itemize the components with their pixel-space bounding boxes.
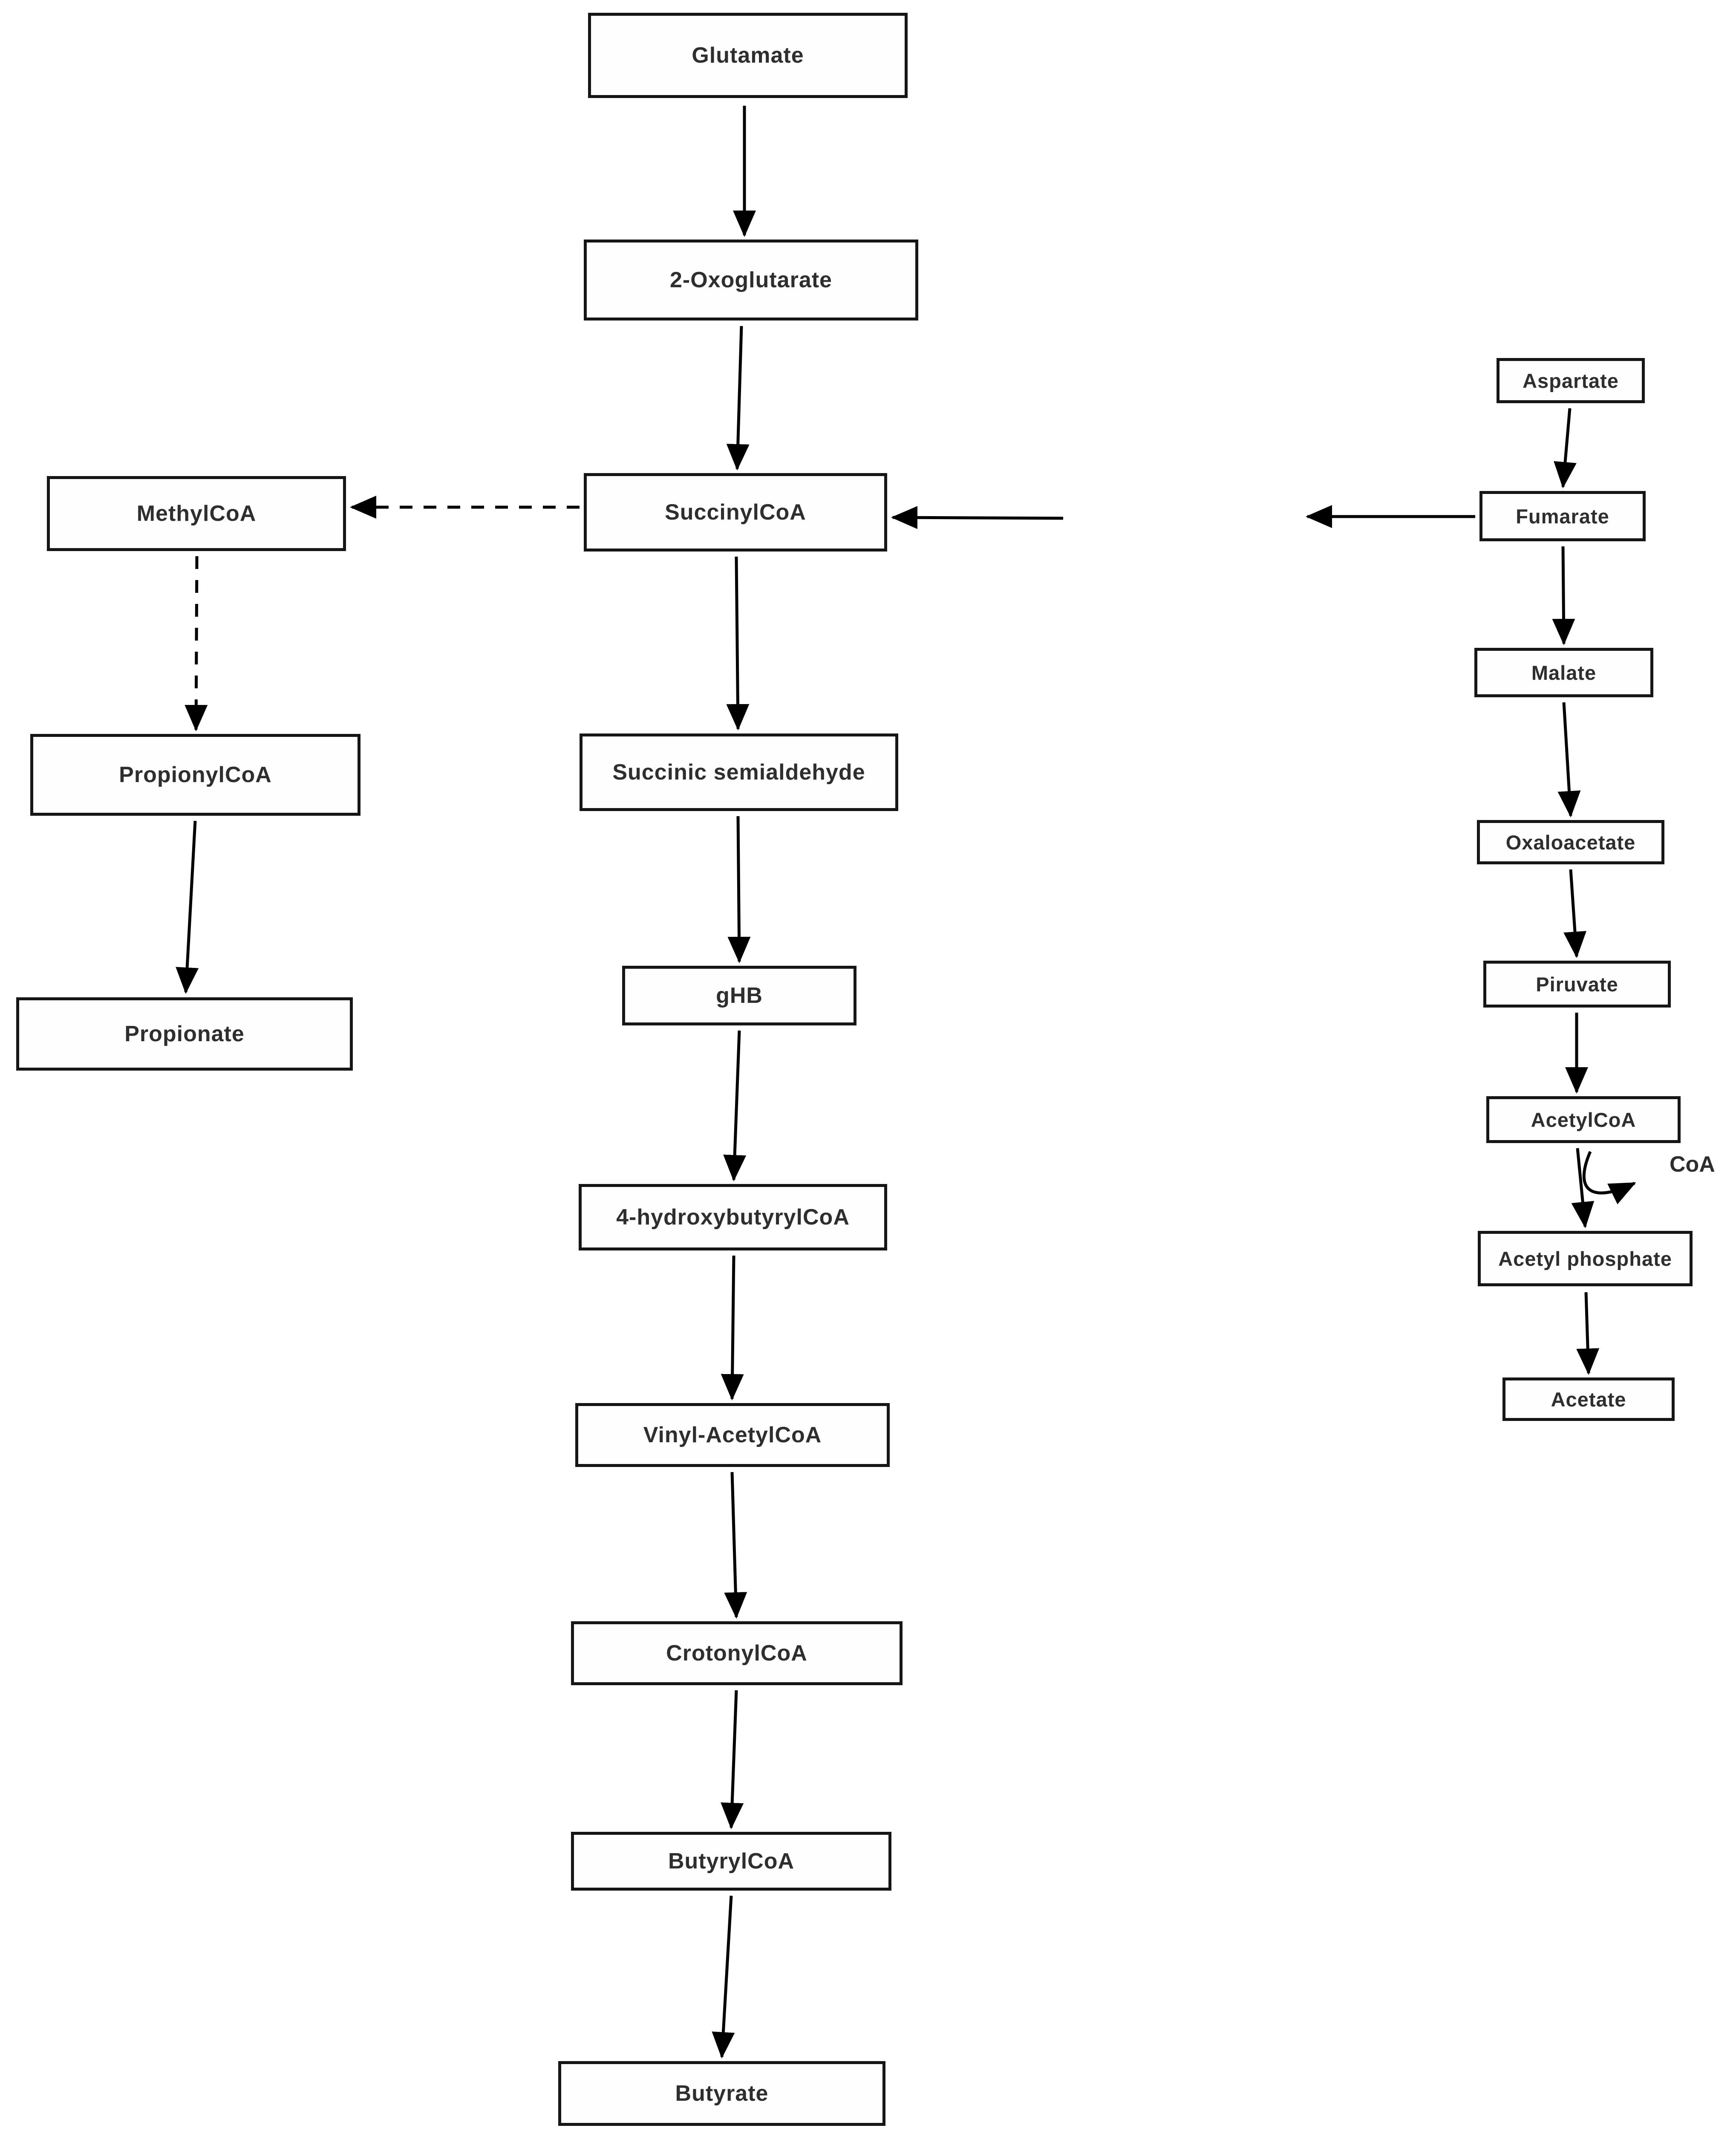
node-4-hydroxybutyrylcoa: 4-hydroxybutyrylCoA xyxy=(579,1184,887,1250)
edge-4hydroxybutyrylcoa-to-vinyl xyxy=(721,1255,744,1400)
label-coa: CoA xyxy=(1670,1152,1715,1177)
edge-oxoglutarate-to-succinylcoa xyxy=(726,326,750,471)
node-acetyl-phosphate: Acetyl phosphate xyxy=(1478,1231,1693,1286)
edge-succinate-to-succinylcoa xyxy=(891,506,1064,529)
node-acetate: Acetate xyxy=(1502,1377,1675,1421)
edge-fumarate-to-malate xyxy=(1552,546,1575,645)
node-methylcoa: MethylCoA xyxy=(47,476,346,551)
node-propionate: Propionate xyxy=(16,997,353,1071)
edge-methylcoa-to-propionylcoa xyxy=(185,556,208,731)
node-piruvate: Piruvate xyxy=(1483,961,1671,1008)
edge-butyrylcoa-to-butyrate xyxy=(712,1895,735,2059)
node-acetylcoa: AcetylCoA xyxy=(1486,1096,1681,1143)
node-butyrate: Butyrate xyxy=(558,2061,885,2126)
node-crotonylcoa: CrotonylCoA xyxy=(571,1621,903,1685)
edge-acetylcoa-to-coa xyxy=(1582,1151,1636,1204)
edge-ghb-to-4hydroxybutyrylcoa xyxy=(723,1030,747,1181)
edge-crotonylcoa-to-butyrylcoa xyxy=(721,1690,744,1829)
node-fumarate: Fumarate xyxy=(1479,491,1646,541)
edge-vinyl-to-crotonylcoa xyxy=(724,1472,747,1619)
edge-succinylcoa-to-semialdehyde xyxy=(726,556,750,731)
edge-acetylphosphate-to-acetate xyxy=(1576,1292,1600,1375)
node-glutamate: Glutamate xyxy=(588,13,908,98)
node-vinyl-acetylcoa: Vinyl-AcetylCoA xyxy=(575,1403,890,1467)
node-succinylcoa: SuccinylCoA xyxy=(584,473,887,552)
node-succinic-semialdehyde: Succinic semialdehyde xyxy=(580,733,898,811)
edge-propionylcoa-to-propionate xyxy=(176,820,199,994)
edge-malate-to-oxaloacetate xyxy=(1557,702,1581,817)
edge-acetylcoa-to-acetylphosphate xyxy=(1571,1148,1595,1228)
node-ghb: gHB xyxy=(622,966,856,1025)
node-oxoglutarate: 2-Oxoglutarate xyxy=(584,240,918,321)
edge-aspartate-to-fumarate xyxy=(1554,408,1577,488)
node-propionylcoa: PropionylCoA xyxy=(30,734,360,816)
edge-semialdehyde-to-ghb xyxy=(727,816,751,963)
edge-oxaloacetate-to-piruvate xyxy=(1563,869,1586,958)
node-malate: Malate xyxy=(1474,648,1653,697)
node-aspartate: Aspartate xyxy=(1497,358,1645,403)
node-butyrylcoa: ButyrylCoA xyxy=(571,1832,891,1891)
node-oxaloacetate: Oxaloacetate xyxy=(1477,820,1664,864)
